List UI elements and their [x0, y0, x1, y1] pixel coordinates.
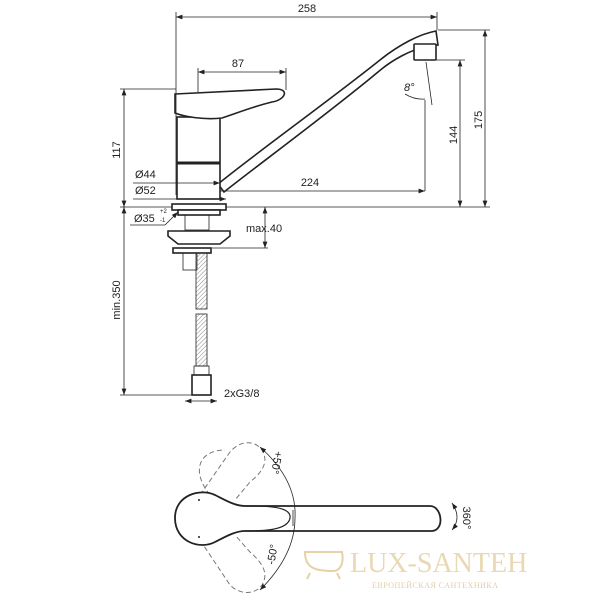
dim-144: 144	[448, 126, 460, 144]
dimension-labels: 258 87 175 144 117 224 Ø44 Ø52 Ø35 +2 -1…	[111, 3, 485, 400]
faucet-top-view: +50° -50° 360°	[174, 442, 472, 593]
watermark-tagline: ЕВРОПЕЙСКАЯ САНТЕХНИКА	[372, 581, 498, 590]
tolerance-plus: +2	[160, 209, 168, 215]
dim-diameter-44: Ø44	[135, 169, 156, 181]
dim-max-40: max.40	[246, 223, 282, 235]
rotation-plus-50: +50°	[268, 450, 284, 475]
spout-rotation-360: 360°	[460, 507, 472, 530]
tolerance-minus: -1	[160, 218, 166, 224]
bathtub-logo	[303, 551, 344, 580]
watermark-brand: LUX-SANTEH	[350, 548, 527, 579]
dim-min-350: min.350	[111, 280, 123, 319]
watermark: LUX-SANTEH ЕВРОПЕЙСКАЯ САНТЕХНИКА	[303, 548, 527, 590]
dim-diameter-52: Ø52	[135, 185, 156, 197]
dim-diameter-35: Ø35	[134, 213, 155, 225]
dimension-lines	[120, 12, 490, 404]
dim-117: 117	[111, 141, 123, 159]
dim-175: 175	[473, 111, 485, 129]
rotation-minus-50: -50°	[265, 543, 280, 565]
dim-connection: 2xG3/8	[224, 388, 259, 400]
dim-87: 87	[232, 58, 244, 70]
dim-224: 224	[301, 177, 319, 189]
dim-spout-angle: 8°	[404, 82, 415, 94]
faucet-side-view	[167, 30, 439, 396]
dim-258: 258	[298, 3, 316, 15]
